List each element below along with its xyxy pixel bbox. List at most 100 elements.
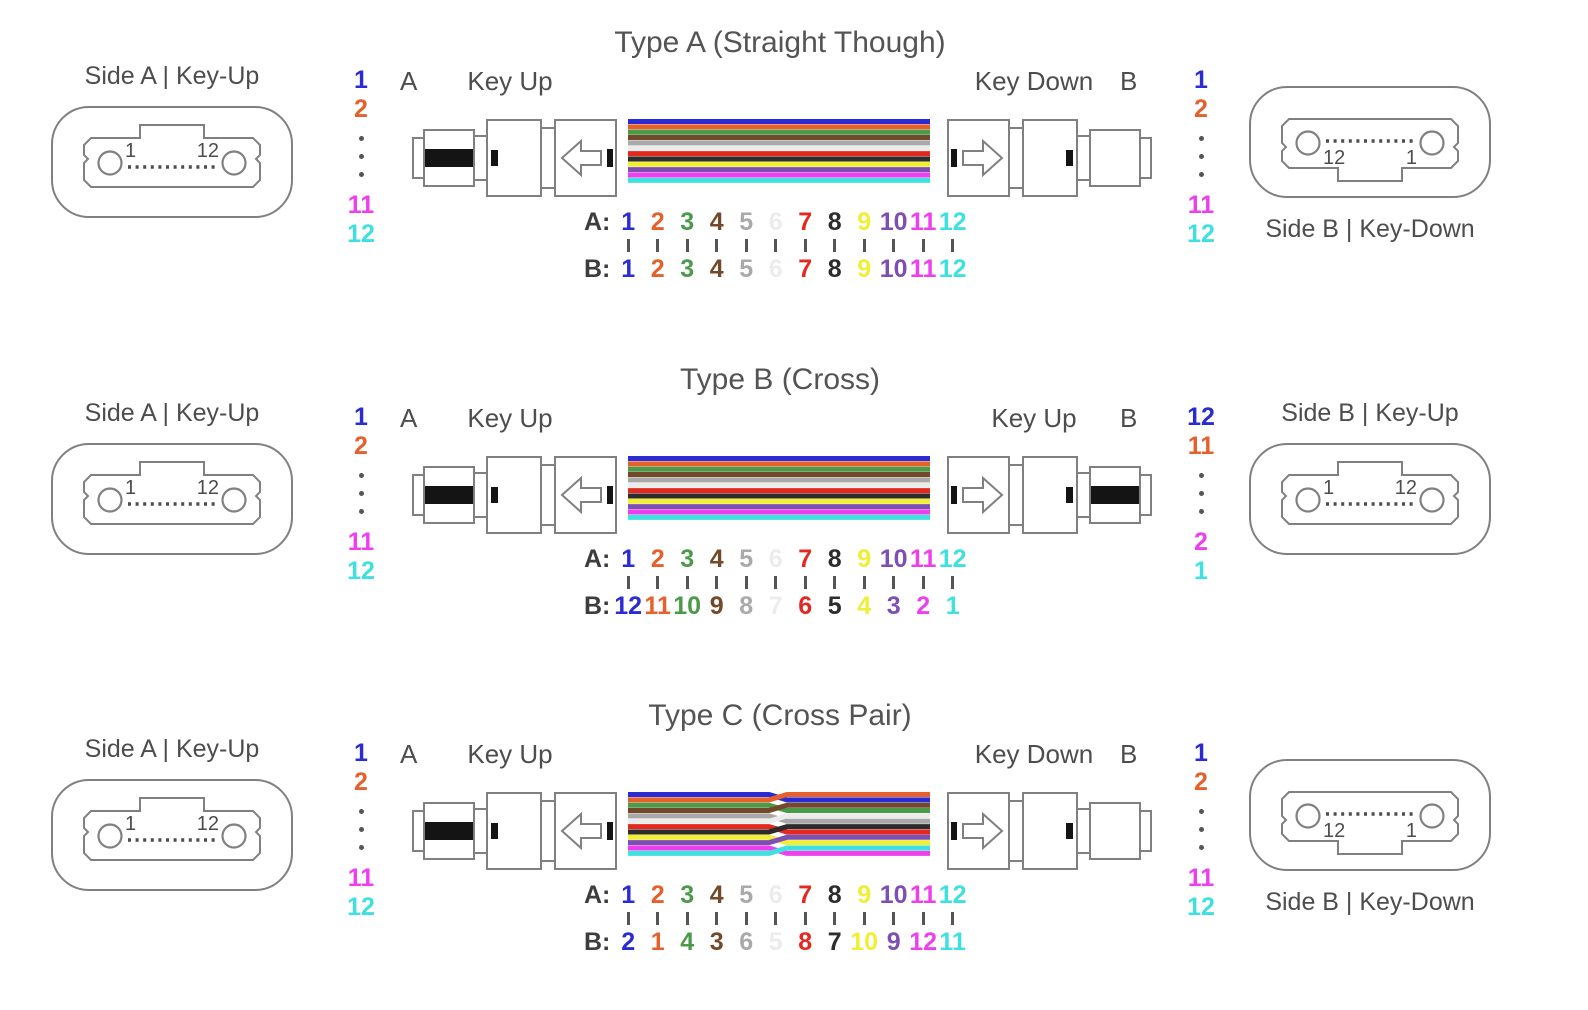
mapping-a-number: 10 xyxy=(879,545,908,573)
side-b-connector-face: 12 1 xyxy=(1246,80,1494,206)
head-key-tick xyxy=(951,486,957,504)
fiber-number: 11 xyxy=(347,191,375,219)
dot xyxy=(358,509,364,514)
end-a-label: A xyxy=(400,66,418,96)
mapping-connection-tick xyxy=(626,576,630,589)
mapping-connection-tick xyxy=(744,239,748,252)
fiber-number: 1 xyxy=(1194,66,1208,94)
fiber-number: 1 xyxy=(1194,739,1208,767)
mapping-b-number: 10 xyxy=(673,592,702,620)
mapping-b-number: 3 xyxy=(886,592,901,620)
ferrule-key-down xyxy=(1281,791,1459,855)
mapping-a-number: 7 xyxy=(798,881,813,909)
ribbon-cable xyxy=(628,789,930,859)
ferrule-barrel xyxy=(1089,129,1141,187)
fiber-number: 1 xyxy=(354,403,368,431)
dot xyxy=(1198,809,1204,814)
pin-right-number: 1 xyxy=(1406,147,1417,169)
mapping-a-number: 1 xyxy=(621,208,636,236)
mapping-a-number: 11 xyxy=(909,881,937,909)
mapping-connection-tick xyxy=(656,912,660,925)
fiber-number: 12 xyxy=(347,557,375,585)
mapping-a-label: A: xyxy=(584,545,611,573)
dot xyxy=(358,809,364,814)
connector-b xyxy=(946,447,1154,543)
ribbon-stripe xyxy=(628,802,930,814)
key-stripe xyxy=(425,149,473,167)
mapping-labels: A:B: xyxy=(584,880,610,957)
key-b-label: Key Down xyxy=(974,739,1094,769)
barrel-step xyxy=(1076,808,1091,854)
fiber-number: 2 xyxy=(354,768,368,796)
fiber-number: 2 xyxy=(1194,528,1208,556)
side-b-label: Side B | Key-Up xyxy=(1281,399,1459,427)
key-a-label: Key Up xyxy=(467,739,553,769)
end-cap xyxy=(412,137,425,179)
cable-connector-svg xyxy=(412,119,617,197)
mapping-b-number: 7 xyxy=(798,255,813,283)
pin-left-number: 1 xyxy=(125,813,136,835)
mapping-connection-tick xyxy=(862,912,866,925)
body-key-tick xyxy=(1066,150,1073,166)
mapping-connection-tick xyxy=(862,576,866,589)
mapping-b-number: 9 xyxy=(857,255,872,283)
fiber-number: 11 xyxy=(1187,864,1215,892)
mapping-b-number: 8 xyxy=(739,592,754,620)
pin-left-number: 1 xyxy=(1323,477,1334,499)
arrow-left-icon xyxy=(560,138,602,178)
mpo-face-svg: 12 1 xyxy=(1249,86,1491,198)
pin-left-number: 12 xyxy=(1323,147,1345,169)
mapping-a-number: 4 xyxy=(709,881,724,909)
end-a-label: A xyxy=(400,403,418,433)
dot xyxy=(358,827,364,832)
pin-left-number: 12 xyxy=(1323,820,1345,842)
mapping-b-number: 11 xyxy=(939,928,966,956)
mapping-connection-tick xyxy=(744,912,748,925)
mapping-a-number: 3 xyxy=(680,545,695,573)
mapping-connection-tick xyxy=(744,576,748,589)
neck xyxy=(540,464,556,526)
mapping-connection-tick xyxy=(774,912,778,925)
dot xyxy=(358,172,364,177)
mapping-b-label: B: xyxy=(584,592,611,620)
ferrule-key-up xyxy=(83,461,261,525)
end-b-label: B xyxy=(1120,739,1138,769)
mapping-b-number: 9 xyxy=(886,928,901,956)
cable-connector-svg xyxy=(947,792,1152,870)
ribbon-stripe xyxy=(628,824,930,835)
head-key-tick xyxy=(951,822,957,840)
mapping-b-number: 2 xyxy=(650,255,665,283)
key-stripe xyxy=(425,486,473,504)
mapping-a-number: 5 xyxy=(739,545,754,573)
mapping-connection-tick xyxy=(715,239,719,252)
mapping-a-number: 4 xyxy=(709,208,724,236)
key-stripe xyxy=(1091,486,1139,504)
mapping-a-number: 6 xyxy=(768,881,783,909)
guide-pin-right xyxy=(1419,130,1445,156)
ribbon-stripe xyxy=(628,813,930,824)
mapping-b-number: 6 xyxy=(739,928,754,956)
mapping-b-number: 4 xyxy=(857,592,872,620)
dot xyxy=(358,136,364,141)
mapping-b-label: B: xyxy=(584,928,611,956)
ferrule-key-down xyxy=(1281,118,1459,182)
mapping-connection-tick xyxy=(715,576,719,589)
mapping-connection-tick xyxy=(892,239,896,252)
end-cap xyxy=(1139,137,1152,179)
mapping-connection-tick xyxy=(626,239,630,252)
